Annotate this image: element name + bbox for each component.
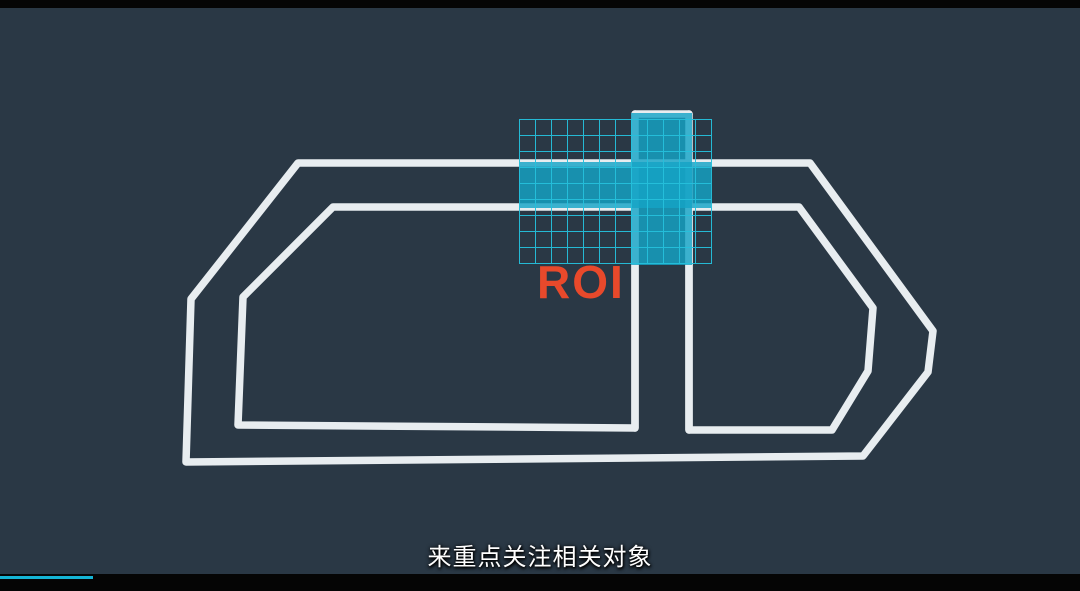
roi-label: ROI: [537, 256, 625, 308]
letterbox-bottom-bar: [0, 574, 1080, 591]
roi-grid: [519, 119, 712, 264]
letterbox-top-bar: [0, 0, 1080, 8]
video-progress-bar[interactable]: [0, 576, 93, 579]
outer-loop-road: [182, 159, 937, 466]
inner-right-block-road: [685, 203, 877, 434]
subtitle-text: 来重点关注相关对象: [427, 544, 653, 571]
